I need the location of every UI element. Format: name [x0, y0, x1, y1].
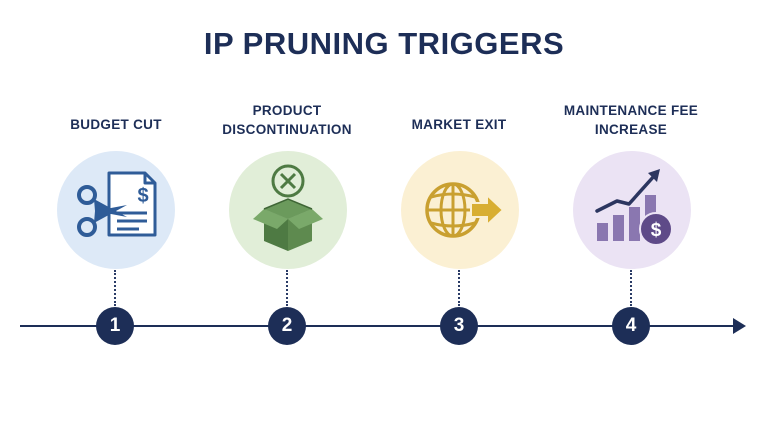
step-1-label: BUDGET CUT	[21, 115, 211, 134]
step-1-connector	[114, 270, 116, 306]
timeline-line	[20, 325, 738, 327]
scissors-invoice-icon: $	[77, 171, 157, 237]
globe-exit-arrow-icon	[425, 182, 505, 238]
step-4-label-line-1: MAINTENANCE FEE	[563, 103, 699, 118]
step-4-connector	[630, 270, 632, 306]
step-4-label-line-2: INCREASE	[594, 122, 668, 137]
step-2-number: 2	[268, 307, 306, 345]
step-2-label-line-1: PRODUCT	[252, 103, 322, 118]
step-4-circle: $	[573, 151, 691, 269]
step-3-connector	[458, 270, 460, 306]
step-3-circle	[401, 151, 519, 269]
step-2-label: PRODUCT DISCONTINUATION	[192, 101, 382, 139]
step-2-label-line-2: DISCONTINUATION	[222, 122, 352, 137]
box-cancel-icon	[253, 164, 323, 251]
step-3-label-line-1: MARKET EXIT	[411, 117, 507, 132]
svg-text:$: $	[651, 220, 662, 241]
step-3-number: 3	[440, 307, 478, 345]
step-1-label-line-1: BUDGET CUT	[70, 117, 162, 132]
timeline-arrowhead	[733, 318, 746, 334]
step-1-number: 1	[96, 307, 134, 345]
svg-text:$: $	[137, 185, 148, 207]
diagram-title: IP PRUNING TRIGGERS	[203, 26, 565, 61]
step-4-label: MAINTENANCE FEE INCREASE	[536, 101, 726, 139]
step-3-label: MARKET EXIT	[364, 115, 554, 134]
step-2-circle	[229, 151, 347, 269]
step-4-number: 4	[612, 307, 650, 345]
rising-cost-chart-icon: $	[595, 169, 673, 246]
step-1-circle: $	[57, 151, 175, 269]
step-2-connector	[286, 270, 288, 306]
